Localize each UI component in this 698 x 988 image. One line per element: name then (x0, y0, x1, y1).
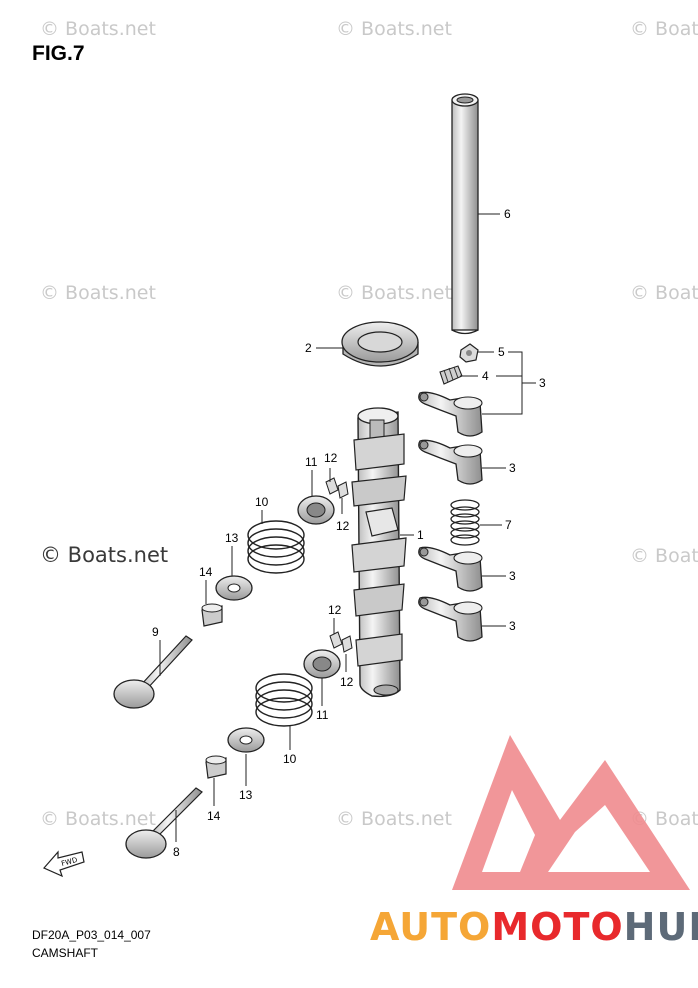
valve-spring-part (255, 673, 313, 727)
watermark: © Boats.net (336, 282, 452, 304)
spring-retainer-part (303, 649, 341, 679)
callout-10: 10 (283, 752, 297, 766)
rocker-arm-part (418, 596, 483, 642)
watermark: © Boats.net (336, 18, 452, 40)
brand-part-auto: AUTO (370, 905, 492, 949)
diagram-code: DF20A_P03_014_007 (32, 928, 151, 942)
watermark: © Boats.net (336, 808, 452, 830)
valve-cotter-part (329, 631, 353, 653)
callout-3: 3 (509, 619, 516, 633)
callout-5: 5 (498, 345, 505, 359)
fwd-label: FWD (60, 856, 78, 868)
valve-cotter-part (325, 477, 349, 499)
watermark: © Boat (630, 545, 698, 567)
callout-3: 3 (509, 569, 516, 583)
leader-lines (159, 213, 536, 842)
callout-11: 11 (305, 455, 318, 469)
figure-title: FIG.7 (32, 42, 85, 65)
callout-12: 12 (336, 519, 350, 533)
callout-14: 14 (207, 809, 221, 823)
callout-7: 7 (505, 518, 512, 532)
callout-12: 12 (340, 675, 354, 689)
nut-part (459, 343, 479, 363)
callout-8: 8 (173, 845, 180, 859)
callout-4: 4 (482, 369, 489, 383)
automotohub-logo-mark (452, 735, 690, 890)
callout-3: 3 (539, 376, 546, 390)
rocker-spring-part (450, 499, 480, 546)
rocker-arm-part (418, 546, 483, 592)
stem-seal-part (201, 603, 223, 627)
automotohub-brand: AUTOMOTOHUB (370, 905, 698, 949)
brand-part-moto: MOTO (491, 905, 624, 949)
watermark: © Boats.net (40, 808, 156, 830)
callout-2: 2 (305, 341, 312, 355)
callout-9: 9 (152, 625, 159, 639)
watermark: © Boat (630, 282, 698, 304)
watermark: © Boats.net (40, 282, 156, 304)
spring-seat-part (227, 727, 265, 753)
callout-3: 3 (509, 461, 516, 475)
callout-12: 12 (324, 451, 338, 465)
valve-part (125, 787, 203, 859)
watermark: © Boats.net (40, 18, 156, 40)
callout-12: 12 (328, 603, 342, 617)
tube-part (451, 93, 479, 335)
callout-10: 10 (255, 495, 269, 509)
callout-6: 6 (504, 207, 511, 221)
callout-11: 11 (316, 708, 329, 722)
callout-13: 13 (225, 531, 239, 545)
callout-13: 13 (239, 788, 253, 802)
spring-seat-part (215, 575, 253, 601)
watermark: © Boats.net (40, 543, 169, 567)
adjusting-screw-part (439, 365, 463, 385)
rocker-arm-part (418, 391, 483, 437)
watermark: © Boat (630, 18, 698, 40)
spring-retainer-part (297, 495, 335, 525)
callout-1: 1 (417, 528, 424, 542)
diagram-name: CAMSHAFT (32, 946, 98, 960)
brand-part-hub: HUB (623, 905, 698, 949)
fwd-arrow-icon: FWD (43, 850, 85, 878)
valve-part (113, 635, 193, 709)
stem-seal-part (205, 755, 227, 779)
valve-spring-part (247, 520, 305, 574)
camshaft-part (351, 407, 407, 698)
callout-14: 14 (199, 565, 213, 579)
oil-seal-part (341, 321, 419, 367)
rocker-arm-part (418, 439, 483, 485)
